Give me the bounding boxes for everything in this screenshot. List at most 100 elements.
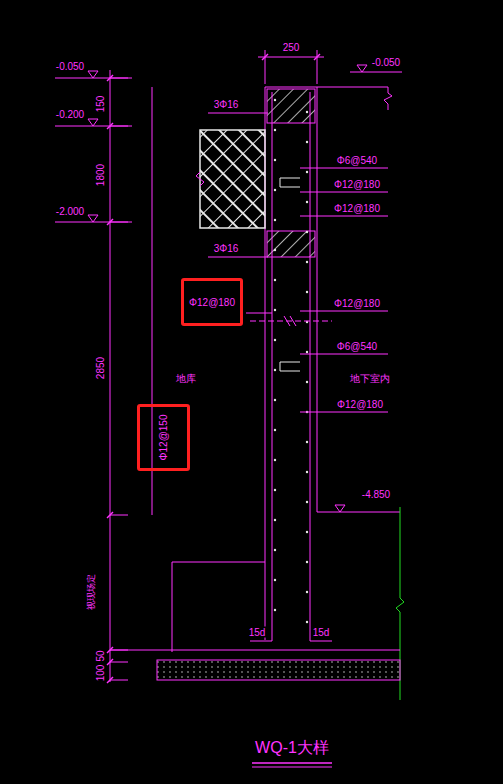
annotation-text: Φ6@540	[336, 341, 378, 352]
drawing-line	[208, 113, 268, 114]
rebar-dot	[306, 111, 308, 113]
highlight-box: Φ12@180	[181, 278, 243, 326]
annotation-text: 15d	[248, 627, 267, 638]
dimension-text: 视现场定	[87, 573, 97, 611]
drawing-line	[208, 257, 268, 258]
drawing-line	[110, 662, 128, 663]
drawing-line	[265, 50, 266, 84]
drawing-path	[280, 178, 300, 187]
brick-infill	[200, 130, 265, 228]
drawing-line	[310, 641, 332, 642]
drawing-line	[252, 767, 332, 768]
rebar-dot	[274, 399, 276, 401]
drawing-line	[310, 92, 311, 641]
drawing-line	[300, 168, 388, 169]
drawing-line	[400, 612, 401, 700]
drawing-line	[250, 641, 272, 642]
elevation-mark	[88, 71, 98, 78]
drawing-line	[300, 311, 388, 312]
drawing-line	[300, 216, 388, 217]
dimension-text: 50	[95, 649, 106, 662]
annotation-text: 250	[282, 42, 301, 53]
detail-title: WQ-1大样	[255, 739, 329, 757]
drawing-line	[110, 680, 128, 681]
drawing-line	[350, 72, 402, 73]
elevation-mark	[335, 505, 345, 512]
drawing-path	[284, 316, 296, 326]
annotation-text: Φ12@180	[333, 179, 381, 190]
annotation-text: 3Φ16	[213, 99, 240, 110]
drawing-path	[196, 172, 204, 186]
annotation-text: -2.000	[55, 206, 85, 217]
rebar-dot	[274, 129, 276, 131]
rebar-dot	[274, 609, 276, 611]
rebar-dot	[274, 549, 276, 551]
elevation-mark	[357, 65, 367, 72]
drawing-line	[152, 87, 153, 515]
annotation-text: Φ6@540	[336, 155, 378, 166]
beam-hatch	[267, 231, 315, 257]
rebar-dot	[274, 249, 276, 251]
drawing-line	[246, 313, 272, 314]
rebar-dot	[306, 201, 308, 203]
dimension-text: 150	[95, 95, 106, 114]
drawing-line	[300, 192, 388, 193]
rebar-dot	[274, 279, 276, 281]
rebar-dot	[274, 369, 276, 371]
drawing-line	[317, 87, 388, 88]
rebar-callout: Φ12@150	[158, 415, 169, 461]
rebar-dot	[306, 171, 308, 173]
rebar-dot	[274, 339, 276, 341]
rebar-dot	[274, 519, 276, 521]
drawing-line	[317, 512, 400, 513]
drawing-line	[300, 412, 388, 413]
rebar-dot	[306, 501, 308, 503]
rebar-dot	[274, 99, 276, 101]
base-slab	[157, 660, 400, 680]
rebar-dot	[306, 471, 308, 473]
annotation-text: -0.050	[55, 61, 85, 72]
drawing-line	[172, 562, 173, 652]
rebar-dot	[306, 621, 308, 623]
drawing-line	[110, 78, 128, 79]
annotation-text: Φ12@180	[336, 399, 384, 410]
beam-hatch	[267, 89, 315, 123]
annotation-text: 地下室内	[349, 373, 391, 384]
annotation-text: Φ12@180	[333, 203, 381, 214]
rebar-dot	[306, 141, 308, 143]
drawing-line	[272, 92, 273, 641]
rebar-dot	[306, 561, 308, 563]
drawing-line	[258, 57, 324, 58]
elevation-mark	[88, 119, 98, 126]
dimension-text: 1800	[95, 163, 106, 187]
rebar-dot	[306, 351, 308, 353]
drawing-line	[252, 762, 332, 764]
drawing-line	[250, 321, 332, 322]
drawing-line	[265, 87, 317, 88]
drawing-line	[317, 50, 318, 84]
rebar-dot	[274, 459, 276, 461]
annotation-text: -0.200	[55, 109, 85, 120]
annotation-text: -4.850	[361, 489, 391, 500]
drawing-path	[280, 362, 300, 371]
rebar-callout: Φ12@180	[189, 297, 235, 308]
rebar-dot	[274, 489, 276, 491]
elevation-mark	[88, 215, 98, 222]
rebar-dot	[306, 261, 308, 263]
drawing-line	[110, 126, 128, 127]
rebar-dot	[274, 189, 276, 191]
rebar-dot	[274, 309, 276, 311]
rebar-dot	[306, 441, 308, 443]
rebar-dot	[274, 429, 276, 431]
rebar-dot	[306, 291, 308, 293]
dimension-text: 2850	[95, 356, 106, 380]
linework	[55, 50, 404, 767]
drawing-line	[110, 222, 128, 223]
rebar-dot	[274, 159, 276, 161]
annotation-text: -0.050	[371, 57, 401, 68]
annotation-text: 地库	[175, 373, 197, 384]
drawing-line	[172, 562, 265, 563]
drawing-line	[317, 87, 318, 512]
dimension-text: 100	[95, 664, 106, 683]
